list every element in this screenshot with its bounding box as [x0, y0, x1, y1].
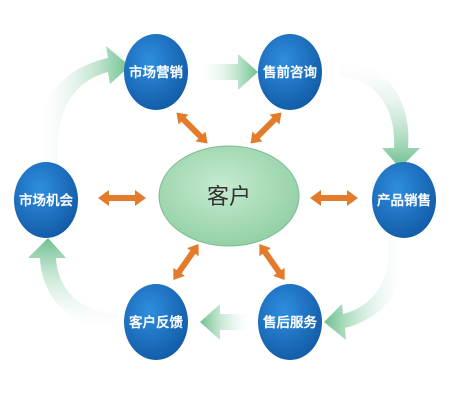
node-opportunity: 市场机会 — [14, 162, 78, 238]
center-ellipse — [158, 145, 300, 247]
node-feedback-ellipse — [124, 284, 188, 360]
cycle-arrows — [28, 46, 420, 340]
center-label: 客户 — [207, 185, 251, 210]
double-arrow-marketing — [176, 112, 208, 144]
node-opportunity-ellipse — [14, 162, 78, 238]
cycle-arrow-sales-to-aftersales — [324, 240, 405, 340]
double-arrow-presales — [250, 112, 282, 144]
node-marketing-label: 市场营销 — [129, 64, 183, 81]
node-marketing-ellipse — [124, 34, 188, 110]
node-aftersales-ellipse — [258, 284, 322, 360]
node-opportunity-label: 市场机会 — [19, 192, 73, 209]
cycle-arrow-marketing-to-presales — [200, 54, 258, 90]
node-sales: 产品销售 — [372, 162, 436, 238]
node-presales-label: 售前咨询 — [262, 64, 317, 81]
cycle-arrow-feedback-to-opportunity — [28, 238, 118, 330]
double-arrow-aftersales — [259, 243, 285, 281]
cycle-arrow-aftersales-to-feedback — [200, 304, 252, 340]
double-arrow-feedback — [173, 243, 199, 281]
node-marketing: 市场营销 — [124, 34, 188, 110]
node-presales: 售前咨询 — [258, 34, 322, 110]
node-presales-ellipse — [258, 34, 322, 110]
node-feedback-label: 客户反馈 — [128, 314, 183, 331]
connector-arrows — [98, 112, 358, 281]
cycle-arrow-opportunity-to-marketing — [37, 46, 130, 162]
cycle-arrow-presales-to-sales — [340, 60, 420, 168]
node-feedback: 客户反馈 — [124, 284, 188, 360]
double-arrow-sales — [310, 190, 358, 206]
center-node: 客户 — [158, 145, 300, 247]
node-sales-ellipse — [372, 162, 436, 238]
node-sales-label: 产品销售 — [377, 192, 431, 209]
node-aftersales-label: 售后服务 — [262, 314, 317, 331]
double-arrow-opportunity — [98, 190, 146, 206]
node-aftersales: 售后服务 — [258, 284, 322, 360]
